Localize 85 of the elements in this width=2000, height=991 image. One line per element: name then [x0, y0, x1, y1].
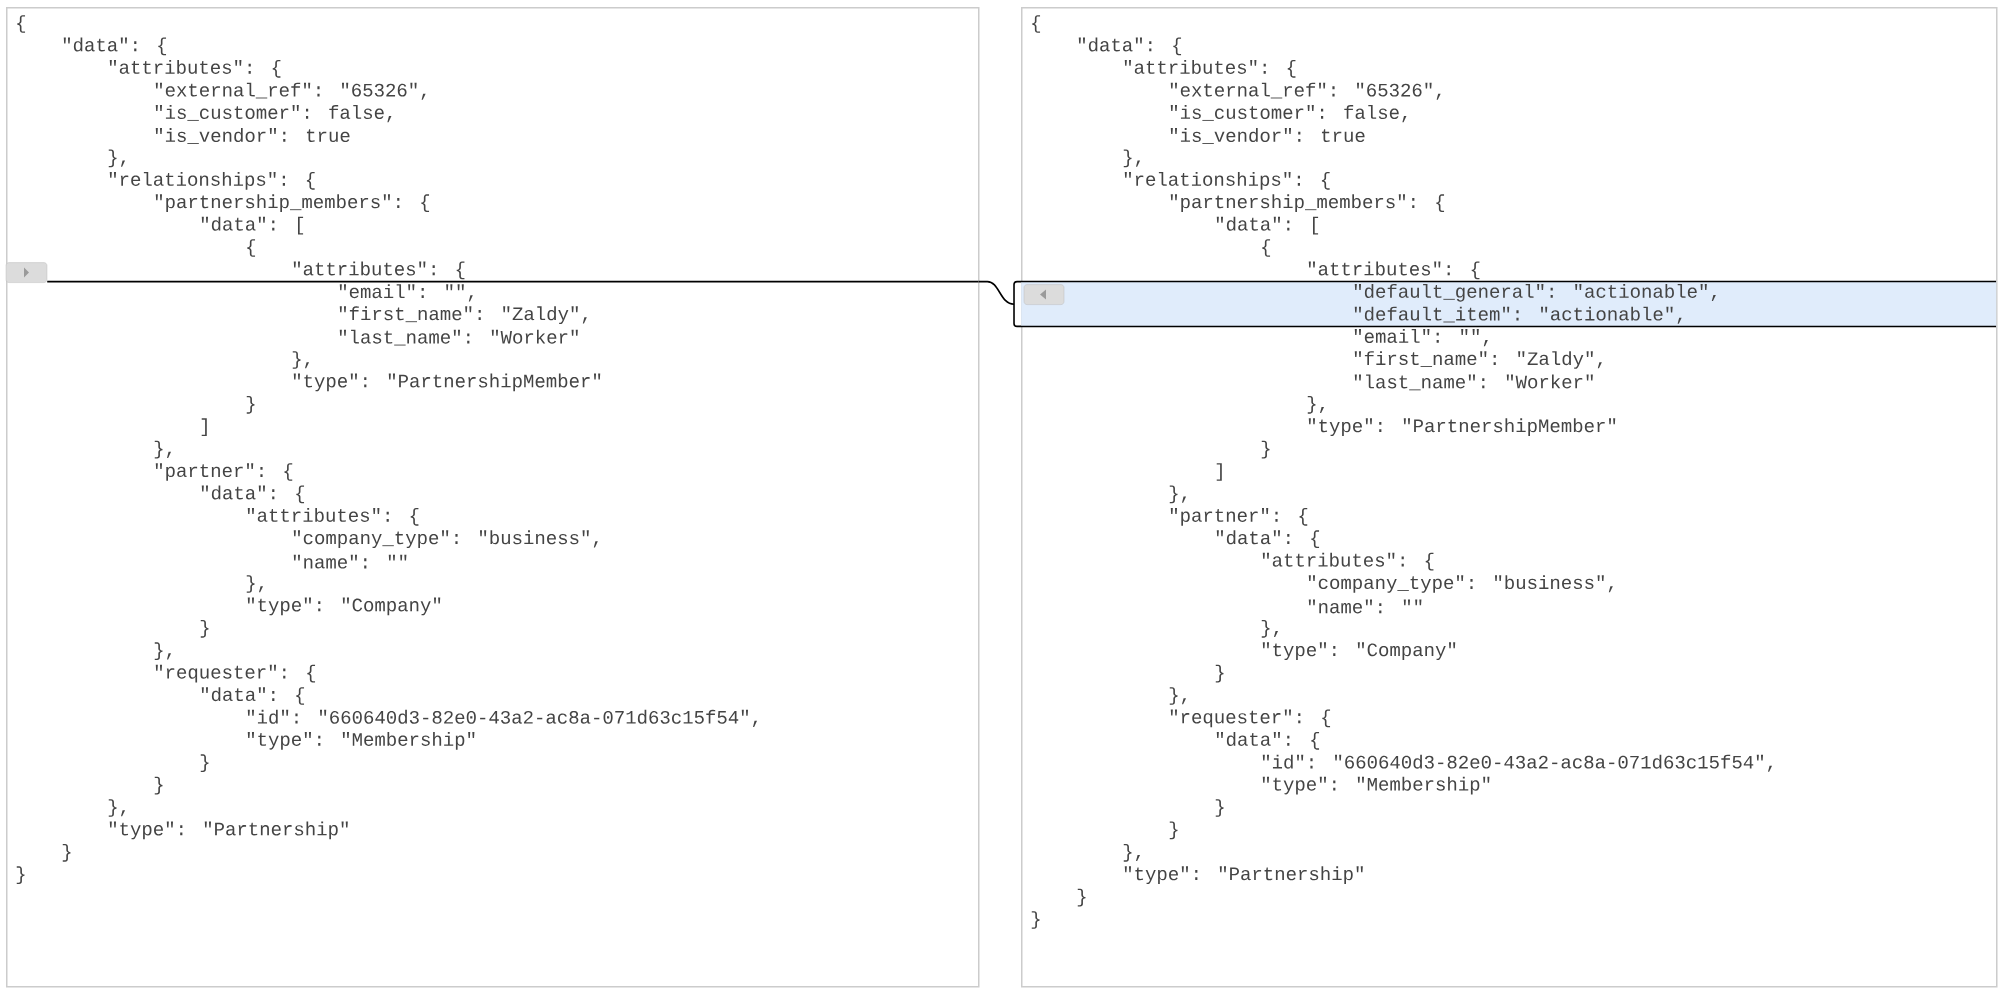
code-line: "partnership_members": { — [155, 194, 430, 213]
code-line: }, — [154, 642, 172, 661]
code-line: "name": "" — [1308, 599, 1422, 614]
code-line: "external_ref": "65326", — [155, 82, 426, 100]
code-line: } — [1215, 664, 1224, 683]
code-line: "relationships": { — [1124, 171, 1330, 190]
code-line: } — [1031, 911, 1040, 929]
code-line: { — [17, 15, 26, 33]
code-line: "partnership_members": { — [1170, 194, 1445, 213]
insertion-line — [47, 280, 979, 283]
connector — [977, 280, 1015, 305]
code-line: }, — [154, 440, 172, 459]
code-line: } — [1261, 440, 1270, 459]
code-line: "is_vendor": true — [155, 128, 350, 144]
code-line: "type": "Partnership" — [109, 821, 348, 840]
code-line: "email": "", — [339, 284, 473, 302]
code-line: "email": "", — [1354, 329, 1488, 347]
code-panel — [1021, 7, 1998, 988]
code-line: }, — [1169, 687, 1187, 705]
code-line: } — [1215, 799, 1224, 817]
code-line: "data": { — [201, 485, 305, 504]
code-line: }, — [1307, 395, 1325, 414]
code-line: "id": "660640d3-82e0-43a2-ac8a-071d63c15f54", — [247, 709, 758, 727]
code-line: "type": "Company" — [247, 597, 441, 616]
code-line: "relationships": { — [109, 171, 315, 190]
code-line: "data": [ — [201, 216, 304, 235]
code-line: }, — [1123, 149, 1141, 168]
code-line: "data": { — [1078, 37, 1182, 56]
code-line: "last_name": "Worker" — [1354, 374, 1593, 391]
code-line: "attributes": { — [1262, 552, 1434, 571]
code-panel — [6, 7, 980, 988]
code-line: ] — [201, 418, 207, 437]
code-line: { — [1262, 239, 1271, 257]
code-line: "is_customer": false, — [155, 105, 392, 123]
code-line: "attributes": { — [109, 59, 281, 78]
code-line: } — [1077, 888, 1086, 907]
code-line: }, — [292, 351, 310, 369]
code-line: "data": { — [201, 687, 305, 705]
code-line: "type": "Membership" — [1262, 776, 1490, 795]
code-line: "company_type": "business", — [293, 530, 598, 549]
code-line: ] — [1216, 463, 1222, 481]
code-line: "is_vendor": true — [1170, 128, 1365, 144]
code-line: "data": { — [1216, 731, 1320, 750]
code-line: }, — [108, 799, 126, 817]
code-line: "data": [ — [1216, 216, 1319, 235]
code-line: "type": "PartnershipMember" — [293, 373, 601, 392]
code-line: } — [16, 866, 25, 885]
code-line: "data": { — [63, 37, 167, 56]
code-line: "attributes": { — [1308, 261, 1480, 280]
code-line: } — [62, 843, 71, 862]
code-line: "name": "" — [293, 554, 407, 569]
code-line: "attributes": { — [247, 507, 419, 526]
code-line: "type": "PartnershipMember" — [1308, 418, 1616, 437]
code-line: "type": "Partnership" — [1124, 866, 1363, 885]
code-line: "is_customer": false, — [1170, 105, 1407, 123]
code-line: "attributes": { — [293, 261, 465, 280]
code-line: "default_general": "actionable", — [1354, 283, 1716, 302]
code-line: "first_name": "Zaldy", — [1354, 351, 1602, 369]
code-line: "company_type": "business", — [1308, 575, 1613, 593]
code-line: "requester": { — [155, 664, 316, 683]
code-line: "default_item": "actionable", — [1354, 306, 1682, 324]
code-line: }, — [108, 149, 126, 168]
code-line: "first_name": "Zaldy", — [339, 306, 587, 325]
code-line: "data": { — [1216, 530, 1320, 549]
code-line: "last_name": "Worker" — [339, 329, 578, 346]
code-line: "partner": { — [155, 463, 293, 481]
code-line: }, — [1123, 843, 1141, 862]
changed-lines-band — [1020, 280, 1997, 328]
code-line: { — [247, 239, 256, 257]
code-line: "type": "Membership" — [247, 731, 475, 750]
code-line: } — [246, 395, 255, 414]
code-line: } — [154, 776, 163, 795]
code-line: { — [1032, 15, 1041, 33]
code-line: }, — [1169, 485, 1187, 504]
code-line: "partner": { — [1170, 507, 1308, 526]
code-line: }, — [246, 575, 264, 593]
code-line: } — [200, 754, 209, 773]
code-line: "type": "Company" — [1262, 642, 1456, 661]
code-line: "attributes": { — [1124, 59, 1296, 78]
code-line: "id": "660640d3-82e0-43a2-ac8a-071d63c15f54", — [1262, 754, 1773, 772]
code-line: }, — [1261, 619, 1279, 638]
code-line: "external_ref": "65326", — [1170, 82, 1441, 100]
code-line: } — [1169, 821, 1178, 840]
code-line: } — [200, 619, 209, 638]
code-line: "requester": { — [1170, 709, 1331, 728]
